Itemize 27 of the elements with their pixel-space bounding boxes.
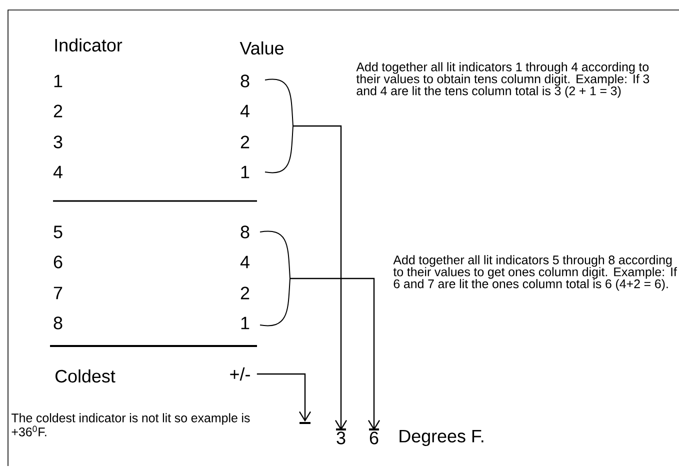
row-label: Coldest <box>56 369 116 383</box>
sign-symbol: +/- <box>230 367 250 381</box>
value-number: 8 <box>240 74 250 88</box>
curly-bracket <box>260 230 290 326</box>
indicator-number: 3 <box>54 136 62 148</box>
note-text: The coldest indicator is not lit so example is +36$^{0}$F. <box>12 413 250 436</box>
indicator-number: 6 <box>54 256 62 268</box>
column-heading: Value <box>240 41 284 55</box>
instruction-text: Add together all lit indicators 5 through 8 according to their values to get ones column digit. Example: If 6 and 7 are lit the ones column total is 6 (4+2 = 6). <box>393 255 677 291</box>
indicator-number: 1 <box>54 74 62 88</box>
indicator-number: 4 <box>53 166 62 178</box>
unit-label: Degrees F. <box>400 430 484 446</box>
value-number: 8 <box>240 226 250 238</box>
column-heading: Indicator <box>55 38 122 52</box>
indicator-number: 8 <box>54 316 62 330</box>
indicator-number: 5 <box>54 226 62 238</box>
digit-slot: 6 <box>369 428 379 444</box>
digit-slot: 3 <box>336 428 346 444</box>
instruction-text: Add together all lit indicators 1 through 4 according to their values to obtain tens column digit. Example: If 3 and 4 are lit the tens column total is 3 (2 + 1 = 3) <box>356 62 650 98</box>
arrow <box>290 278 380 430</box>
value-number: 1 <box>241 166 250 178</box>
indicator-number: 7 <box>54 286 62 300</box>
arrow <box>256 373 312 422</box>
curly-bracket <box>264 78 294 174</box>
value-number: 1 <box>241 316 250 330</box>
arrow <box>293 125 348 430</box>
indicator-number: 2 <box>54 104 62 118</box>
